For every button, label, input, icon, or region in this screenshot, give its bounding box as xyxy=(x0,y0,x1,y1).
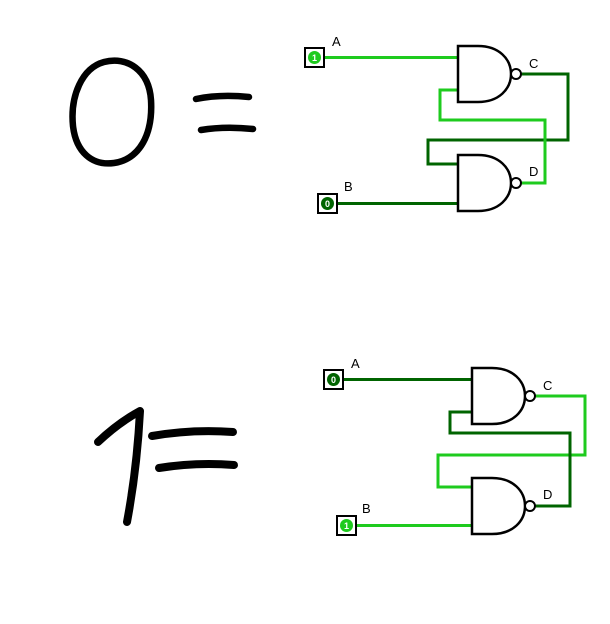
nand-gate2-bottom xyxy=(470,476,527,536)
output-d2-label: D xyxy=(543,487,552,502)
handwritten-one xyxy=(94,407,144,526)
nand-gate-top-bubble xyxy=(510,68,522,80)
equals-top-stroke xyxy=(192,92,253,103)
input-pin-b2-state[interactable] xyxy=(340,519,353,532)
input-pin-a-value: 1 xyxy=(312,53,317,63)
wire-d-feedback xyxy=(438,88,547,185)
equals2-top-stroke xyxy=(148,427,237,440)
input-b2-label: B xyxy=(362,501,371,516)
nand-gate-bottom-bubble xyxy=(510,177,522,189)
input-pin-a-state[interactable] xyxy=(308,51,321,64)
nand-gate-bottom xyxy=(456,153,513,213)
input-a2-label: A xyxy=(351,356,360,371)
nand-gate-top xyxy=(456,44,513,104)
output-c2-label: C xyxy=(543,378,552,393)
wire-c2-feedback xyxy=(436,394,587,489)
circuit-bottom: A 0 B 1 C D xyxy=(323,356,587,536)
nand-gate2-bottom-bubble xyxy=(524,500,536,512)
equals-bottom-stroke xyxy=(197,124,257,134)
input-pin-b-state[interactable] xyxy=(321,197,334,210)
input-pin-b-value: 0 xyxy=(325,199,330,209)
nand-gate2-top xyxy=(470,366,527,426)
output-c-label: C xyxy=(529,56,538,71)
handwritten-zero xyxy=(69,57,155,167)
wire-d2-feedback xyxy=(448,410,572,508)
input-b-label: B xyxy=(344,179,353,194)
output-d-label: D xyxy=(529,164,538,179)
nand-gate2-top-bubble xyxy=(524,390,536,402)
handwritten-one-equals xyxy=(94,407,238,526)
handwritten-zero-equals xyxy=(69,57,257,167)
input-pin-b2-value: 1 xyxy=(344,521,349,531)
circuit-top: A 1 B 0 C D xyxy=(304,34,570,214)
equals2-bottom-stroke xyxy=(155,460,238,472)
wire-c-feedback xyxy=(426,72,570,166)
input-pin-a2-state[interactable] xyxy=(327,373,340,386)
input-pin-a2-value: 0 xyxy=(331,375,336,385)
input-a-label: A xyxy=(332,34,341,49)
